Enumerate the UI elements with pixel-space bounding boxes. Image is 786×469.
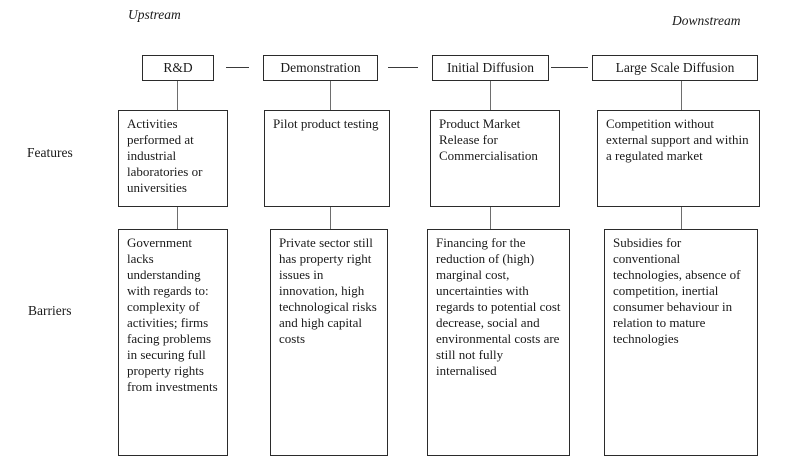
connector-line-stage-feature-1 bbox=[177, 81, 178, 110]
barrier-box-demonstration: Private sector still has property right … bbox=[270, 229, 388, 456]
feature-box-rd: Activities performed at industrial labor… bbox=[118, 110, 228, 207]
connector-line-stage-feature-4 bbox=[681, 81, 682, 110]
barriers-row-label: Barriers bbox=[28, 303, 72, 318]
feature-box-initial-diffusion: Product Market Release for Commercialisa… bbox=[430, 110, 560, 207]
barrier-box-rd: Government lacks understanding with rega… bbox=[118, 229, 228, 456]
connector-line-feature-barrier-4 bbox=[681, 207, 682, 229]
connector-line-stage-feature-3 bbox=[490, 81, 491, 110]
feature-box-demonstration: Pilot product testing bbox=[264, 110, 390, 207]
stage-box-rd: R&D bbox=[142, 55, 214, 81]
connector-line-feature-barrier-3 bbox=[490, 207, 491, 229]
feature-box-large-scale-diffusion: Competition without external support and… bbox=[597, 110, 760, 207]
connector-line-feature-barrier-2 bbox=[330, 207, 331, 229]
connector-line-feature-barrier-1 bbox=[177, 207, 178, 229]
connector-line-rd-demonstration bbox=[226, 67, 249, 68]
connector-line-demonstration-initial bbox=[388, 67, 418, 68]
features-row-label: Features bbox=[27, 145, 73, 160]
barrier-box-large-scale-diffusion: Subsidies for conventional technologies,… bbox=[604, 229, 758, 456]
stage-box-large-scale-diffusion: Large Scale Diffusion bbox=[592, 55, 758, 81]
connector-line-initial-largescale bbox=[551, 67, 588, 68]
stage-box-initial-diffusion: Initial Diffusion bbox=[432, 55, 549, 81]
upstream-label: Upstream bbox=[128, 7, 181, 22]
downstream-label: Downstream bbox=[672, 13, 741, 28]
stage-box-demonstration: Demonstration bbox=[263, 55, 378, 81]
connector-line-stage-feature-2 bbox=[330, 81, 331, 110]
barrier-box-initial-diffusion: Financing for the reduction of (high) ma… bbox=[427, 229, 570, 456]
